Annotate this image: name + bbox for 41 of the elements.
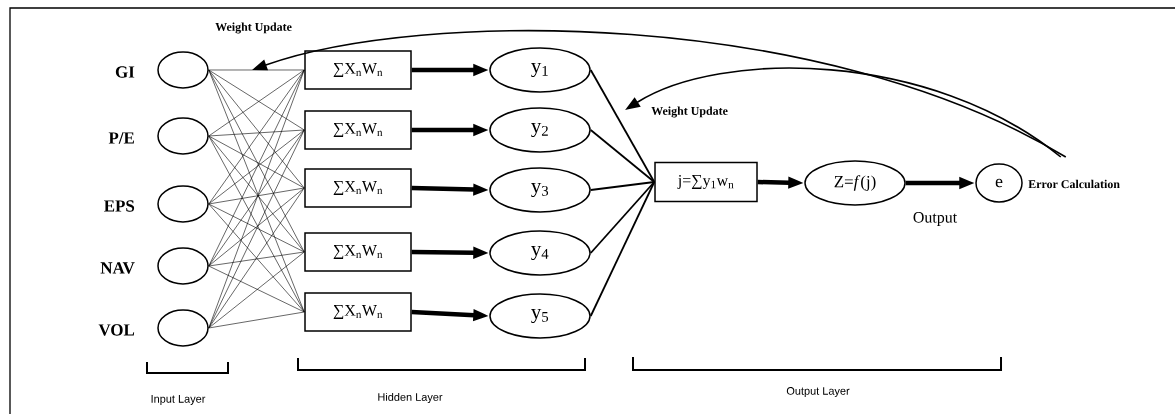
input-label: NAV [100, 262, 135, 274]
connector-line [208, 129, 305, 205]
connector-line [589, 181, 656, 191]
connector-line [208, 203, 305, 253]
sum-box: ∑X$_{n}$W$_{n}$ [304, 110, 412, 150]
connector-line [208, 187, 305, 267]
connector-line [208, 187, 305, 329]
layer-label: Input Layer [151, 395, 206, 405]
connector-line [589, 181, 656, 317]
connector-line [208, 69, 305, 71]
layer-label: Hidden Layer [378, 392, 443, 404]
connector-line [208, 135, 305, 189]
edge-label: Weight Update [651, 106, 728, 118]
sum-box: ∑X$_{n}$W$_{n}$ [304, 232, 412, 272]
input-circle [157, 51, 209, 89]
input-label: EPS [104, 200, 135, 212]
sum-box: ∑X$_{n}$W$_{n}$ [304, 168, 412, 208]
node-caption: Error Calculation [1028, 179, 1120, 189]
connector-line [208, 129, 305, 137]
input-label: VOL [98, 324, 135, 336]
connector-line [589, 129, 656, 183]
input-circle [157, 185, 209, 223]
input-circle [157, 247, 209, 285]
sum-box: ∑X$_{n}$W$_{n}$ [304, 50, 412, 90]
connector-line [589, 69, 656, 183]
connector-line [208, 265, 305, 313]
connector-line [208, 251, 305, 267]
connector-line [589, 181, 656, 254]
sum-box: ∑X$_{n}$W$_{n}$ [304, 292, 412, 332]
layer-label: Output Layer [786, 387, 850, 397]
node-caption: Output [913, 212, 958, 226]
sum-box: j=∑y$_{1}$w$_{n}$ [654, 161, 758, 203]
input-label: GI [115, 66, 135, 78]
connector-line [208, 187, 305, 205]
input-circle [157, 117, 209, 155]
connector-line [208, 203, 305, 313]
input-circle [157, 309, 209, 347]
edge-label: Weight Update [215, 22, 292, 34]
input-label: P/E [108, 132, 134, 144]
connector-line [208, 251, 305, 329]
connector-line [208, 311, 305, 329]
